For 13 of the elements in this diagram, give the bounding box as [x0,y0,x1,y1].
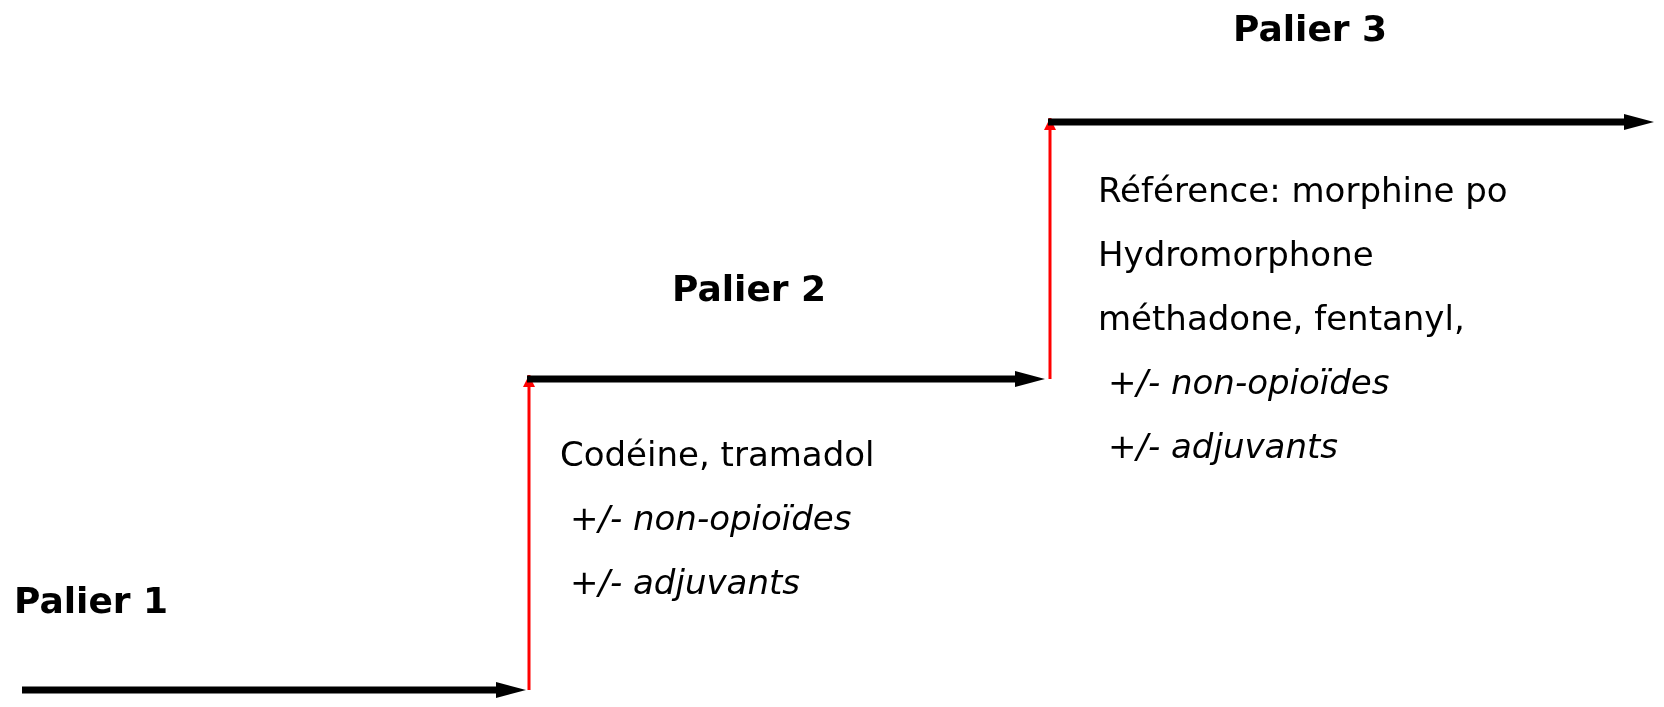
step-up-arrow [523,375,535,690]
drug-text: +/- non-opioïdes [1108,362,1390,402]
drug-text: +/- non-opioïdes [570,498,852,538]
step-up-arrow [1044,118,1056,379]
step-title: Palier 3 [1233,8,1388,49]
drug-text: +/- adjuvants [1108,426,1338,466]
step-title: Palier 2 [672,268,827,309]
drug-text: +/- adjuvants [570,562,800,602]
drug-text: Hydromorphone [1098,234,1374,274]
step-title: Palier 1 [14,580,169,621]
drug-text: méthadone, fentanyl, [1098,298,1465,338]
drug-text: Codéine, tramadol [560,434,875,474]
drug-text: Référence: morphine po [1098,170,1508,210]
